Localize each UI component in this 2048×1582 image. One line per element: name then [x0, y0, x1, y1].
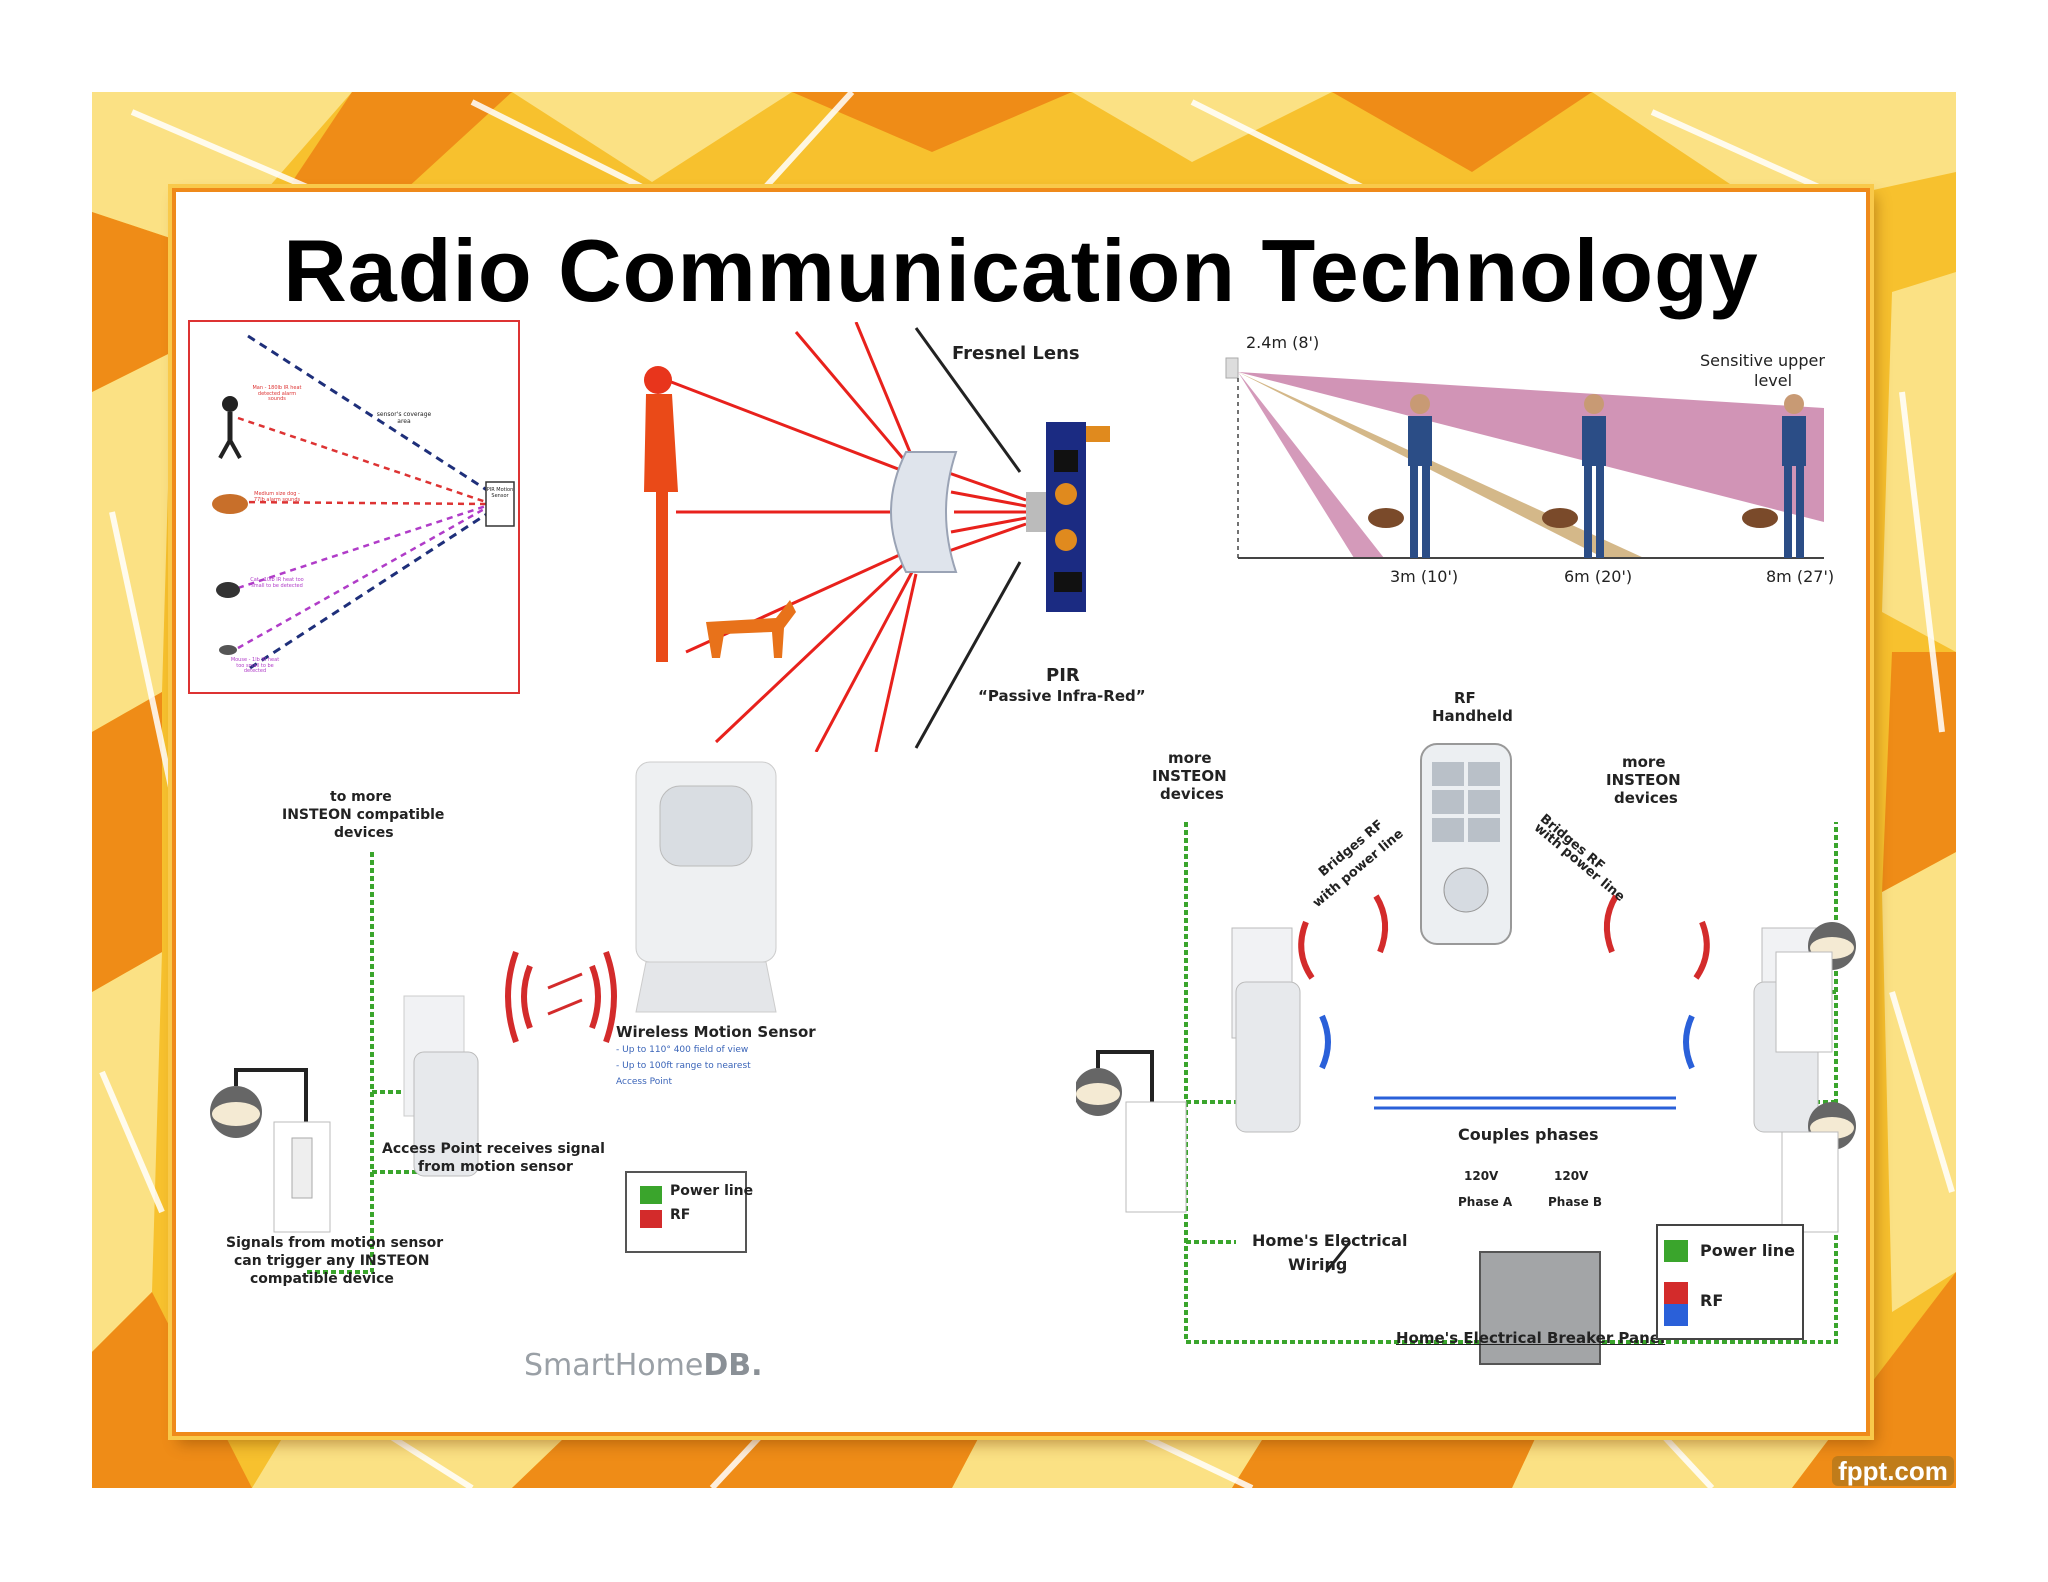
- legend-left-power-line: Power line: [670, 1183, 754, 1199]
- legend-right: Power line RF: [1656, 1224, 1804, 1340]
- to-more-insteon-line3: devices: [334, 825, 394, 841]
- voltage-a-label: 120V: [1464, 1169, 1499, 1183]
- signals-line1: Signals from motion sensor: [226, 1235, 444, 1251]
- smarthomedb-logo-text: SmartHome: [524, 1348, 704, 1383]
- more-insteon-left-line1: more: [1168, 749, 1212, 767]
- access-point-line2: from motion sensor: [418, 1159, 573, 1175]
- legend-left-rf: RF: [670, 1207, 691, 1223]
- rf-handheld-line1: RF: [1454, 689, 1476, 707]
- cat-label: Cat - 10lb IR heat too small to be detec…: [250, 577, 304, 589]
- access-point-line1: Access Point receives signal: [382, 1141, 605, 1157]
- sensor-bullet-3: Access Point: [616, 1077, 673, 1087]
- legend-right-rf: RF: [1700, 1291, 1724, 1310]
- sensor-bullet-1: - Up to 110° 400 field of view: [616, 1045, 749, 1055]
- fresnel-pir-diagram: Fresnel Lens PIR “Passive Infra-Red”: [606, 321, 1406, 753]
- fppt-logo: fppt.com: [1832, 1456, 1954, 1486]
- level-label: level: [1754, 371, 1793, 390]
- legend-right-rf-blue-swatch: [1664, 1304, 1688, 1326]
- insteon-left-drawing: [210, 761, 777, 1274]
- wiring-line2: Wiring: [1288, 1255, 1348, 1274]
- signals-line2: can trigger any INSTEON: [234, 1253, 430, 1269]
- range-drawing: [1225, 357, 1824, 559]
- pir-label: PIR: [1046, 665, 1080, 686]
- couples-phases-label: Couples phases: [1458, 1125, 1599, 1144]
- slide-title: Radio Communication Technology: [283, 221, 1759, 320]
- insteon-right-drawing: [1074, 743, 1856, 1365]
- more-insteon-right-line2: INSTEON: [1606, 771, 1681, 789]
- sensor-bullet-2: - Up to 100ft range to nearest: [616, 1061, 751, 1071]
- sensitive-upper-label: Sensitive upper: [1700, 351, 1825, 370]
- legend-right-rf-red-swatch: [1664, 1282, 1688, 1304]
- breaker-panel-label: Home's Electrical Breaker Panel: [1396, 1329, 1666, 1347]
- dog-label: Medium size dog - 77lb alarm sounds: [253, 491, 301, 503]
- distance-3m-label: 3m (10'): [1390, 567, 1459, 586]
- more-insteon-right-line1: more: [1622, 753, 1666, 771]
- rf-handheld-line2: Handheld: [1432, 707, 1513, 725]
- sensor-area-label: sensor's coverage area: [376, 411, 432, 425]
- wiring-line1: Home's Electrical: [1252, 1231, 1408, 1250]
- distance-8m-label: 8m (27'): [1766, 567, 1835, 586]
- sensor-box-label: PIR Motion Sensor: [486, 487, 514, 499]
- distance-6m-label: 6m (20'): [1564, 567, 1633, 586]
- signals-line3: compatible device: [250, 1271, 394, 1287]
- wireless-motion-sensor-title: Wireless Motion Sensor: [616, 1023, 816, 1041]
- to-more-insteon-line2: INSTEON compatible: [282, 807, 445, 823]
- insteon-motion-sensor-diagram: to more INSTEON compatible devices Wirel…: [196, 752, 816, 1392]
- pir-full-label: “Passive Infra-Red”: [978, 687, 1146, 705]
- pir-coverage-drawing: [212, 334, 515, 670]
- height-label: 2.4m (8'): [1246, 333, 1320, 352]
- detection-range-diagram: 2.4m (8') Sensitive upper level 3m (10')…: [1224, 322, 1834, 622]
- more-insteon-left-line3: devices: [1160, 785, 1224, 803]
- more-insteon-right-line3: devices: [1614, 789, 1678, 807]
- smarthomedb-logo-db: DB.: [703, 1348, 763, 1383]
- pir-coverage-diagram: sensor's coverage area PIR Motion Sensor…: [188, 320, 520, 694]
- person-label: Man - 180lb IR heat detected alarm sound…: [252, 385, 302, 402]
- insteon-phase-coupling-diagram: RF Handheld more INSTEON devices more IN…: [1074, 682, 1856, 1382]
- fresnel-lens-label: Fresnel Lens: [952, 343, 1080, 364]
- slide-card: Radio Communication Technology sensor's …: [172, 188, 1870, 1436]
- phase-b-label: Phase B: [1548, 1195, 1603, 1209]
- voltage-b-label: 120V: [1554, 1169, 1589, 1183]
- phase-a-label: Phase A: [1458, 1195, 1513, 1209]
- legend-right-power-swatch: [1664, 1240, 1688, 1262]
- mouse-label: Mouse - 1lb IR heat too small to be dete…: [230, 657, 280, 674]
- fresnel-drawing: [644, 321, 1110, 753]
- legend-right-power-line: Power line: [1700, 1241, 1796, 1260]
- to-more-insteon-line1: to more: [330, 789, 392, 805]
- more-insteon-left-line2: INSTEON: [1152, 767, 1227, 785]
- smarthomedb-logo: SmartHomeDB.: [524, 1348, 763, 1383]
